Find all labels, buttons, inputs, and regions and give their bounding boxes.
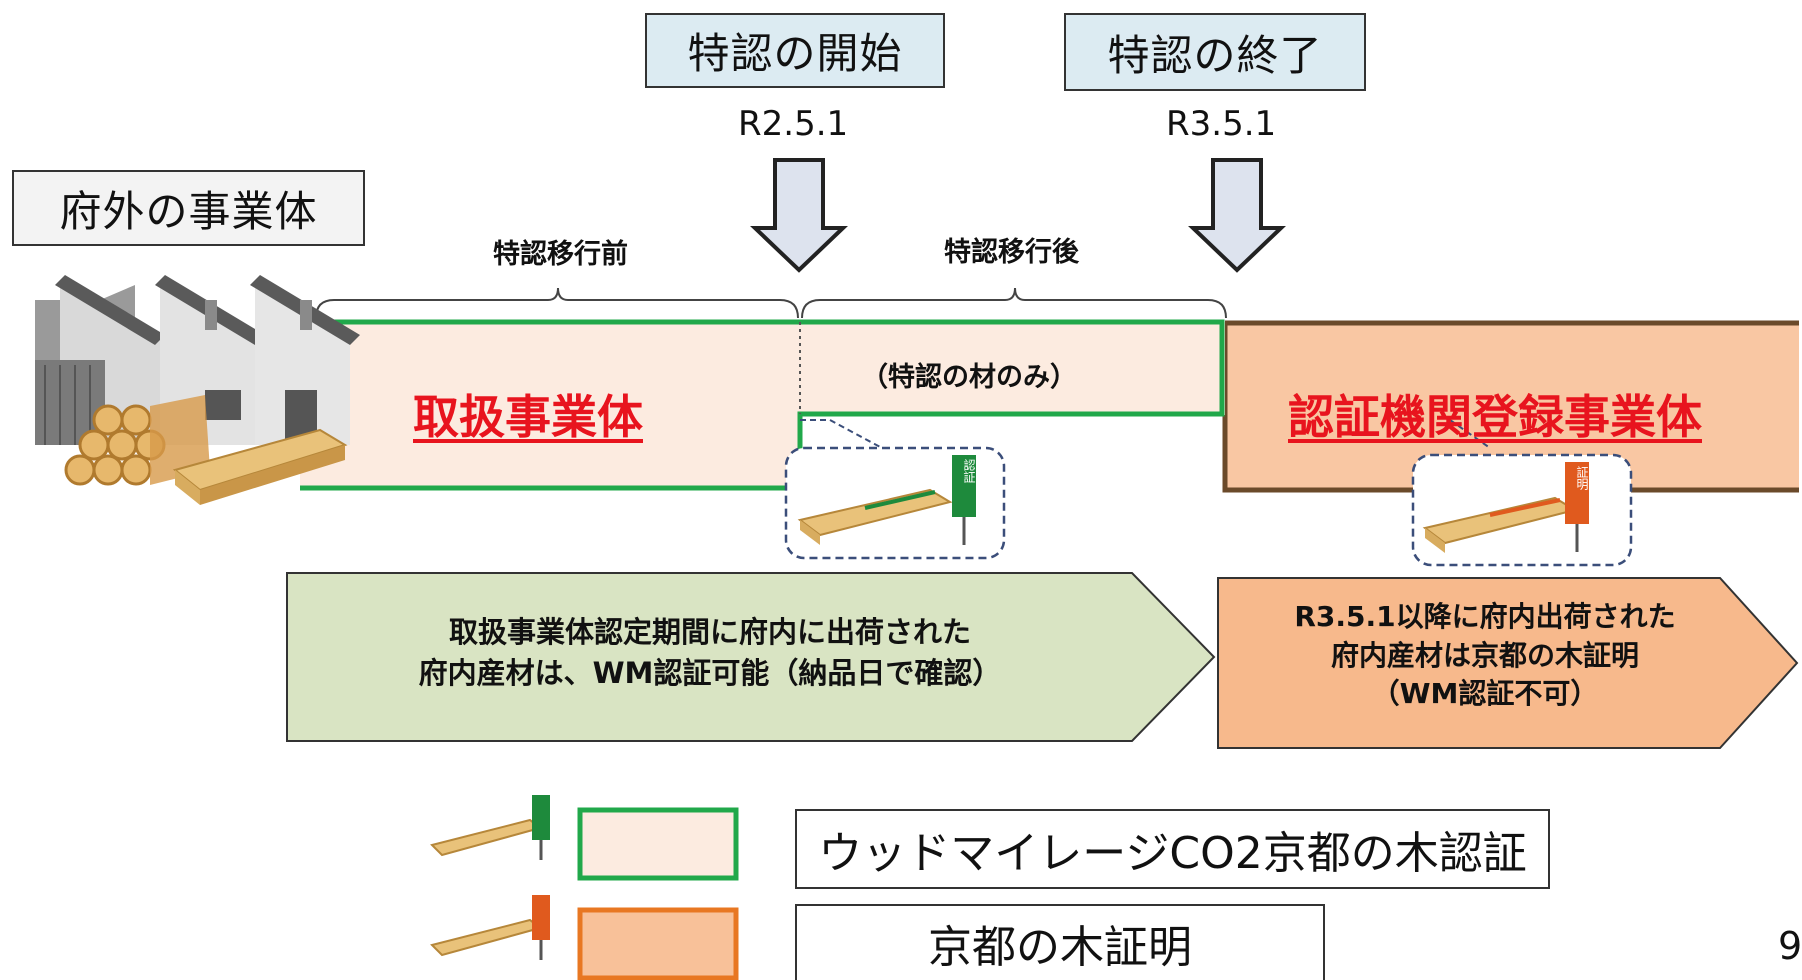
tokunin-band-fill (800, 322, 1225, 415)
page-number: 9 (1778, 924, 1802, 968)
note-orange-line-2: 府内産材は京都の木証明 (1330, 638, 1639, 672)
legend-icon-proof (430, 895, 550, 960)
callout-proof-lumber (1411, 419, 1633, 567)
note-orange: R3.5.1以降に府内出荷された 府内産材は京都の木証明 （WM認証不可） (1240, 598, 1730, 714)
note-green-line-2: 府内産材は、WM認証可能（納品日で確認） (418, 656, 1002, 691)
handlers-label: 取扱事業体 (413, 390, 643, 444)
tokunin-only-label: （特認の材のみ） (861, 362, 1077, 393)
milestone-end-date: R3.5.1 (1166, 104, 1277, 144)
callout-tag-certified: 認証 (962, 459, 976, 483)
callout-certified-lumber (784, 419, 1006, 560)
brace-after (801, 287, 1227, 319)
start-arrow (750, 158, 848, 273)
note-green-shape (286, 572, 1216, 742)
note-orange-shape (1217, 577, 1799, 749)
note-orange-line-3: （WM認証不可） (1371, 677, 1599, 711)
milestone-end-label: 特認の終了 (1107, 30, 1323, 80)
milestone-start-date: R2.5.1 (738, 104, 849, 144)
note-orange-line-1: R3.5.1以降に府内出荷された (1294, 600, 1676, 633)
legend-icon-certified (430, 795, 550, 860)
note-green: 取扱事業体認定期間に府内に出荷された 府内産材は、WM認証可能（納品日で確認） (370, 612, 1050, 694)
milestone-start-box: 特認の開始 (645, 13, 945, 88)
period-after-label: 特認移行後 (944, 237, 1079, 268)
legend-swatch-certified (577, 807, 739, 881)
legend-label-proof: 京都の木証明 (795, 904, 1325, 980)
note-green-line-1: 取扱事業体認定期間に府内に出荷された (448, 615, 971, 649)
legend-label-certified-text: ウッドマイレージCO2京都の木認証 (818, 828, 1527, 879)
milestone-start-label: 特認の開始 (687, 29, 903, 78)
outside-business-label: 府外の事業体 (12, 170, 365, 246)
legend-label-certified: ウッドマイレージCO2京都の木認証 (795, 809, 1550, 889)
handlers-band-outline (300, 319, 1225, 491)
brace-before (315, 287, 799, 319)
legend-label-proof-text: 京都の木証明 (928, 922, 1192, 973)
factory-illustration (35, 275, 360, 505)
outside-business-text: 府外の事業体 (59, 186, 318, 236)
legend-swatch-proof (577, 907, 739, 980)
period-before-label: 特認移行前 (493, 239, 628, 270)
handlers-band-fill (300, 322, 800, 488)
milestone-end-box: 特認の終了 (1064, 13, 1366, 91)
callout-tag-proof: 証明 (1575, 466, 1589, 490)
end-arrow (1188, 158, 1286, 273)
registered-label: 認証機関登録事業体 (1288, 390, 1702, 444)
